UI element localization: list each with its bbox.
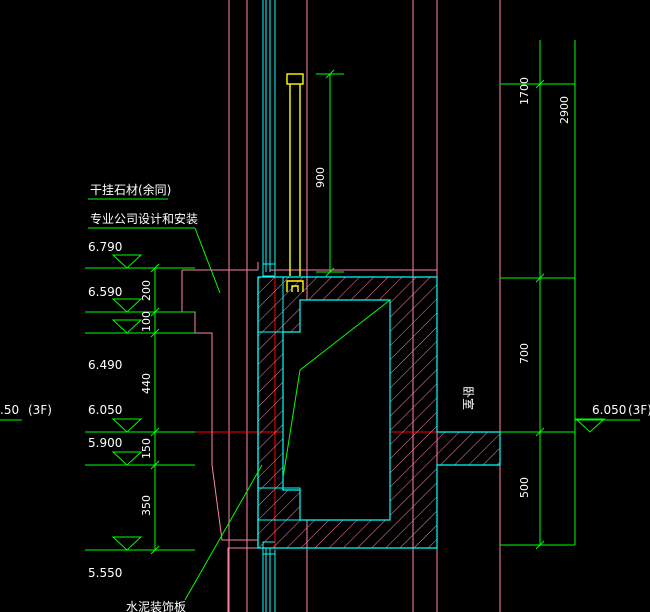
elevation-left-cut: .50 [0, 403, 19, 417]
concrete-beam [257, 276, 501, 549]
elevation-6050: 6.050 [88, 403, 122, 417]
dimension-lines [0, 40, 640, 551]
elevation-6590: 6.590 [88, 285, 122, 299]
elevation-6790: 6.790 [88, 240, 122, 254]
elevation-6490: 6.490 [88, 358, 122, 372]
dim-700: 700 [518, 343, 531, 364]
floor-label-left: (3F) [28, 403, 52, 417]
dim-150: 150 [140, 438, 153, 459]
window-frame-lines [262, 0, 276, 612]
dim-2900: 2900 [558, 96, 571, 124]
dim-350: 350 [140, 495, 153, 516]
room-label: 卧室 [461, 386, 476, 410]
note-cement-board: 水泥装饰板 [126, 600, 186, 612]
floor-label-right: (3F) [628, 403, 650, 417]
window-sash [286, 73, 304, 292]
dimension-ticks [150, 69, 545, 555]
dim-900: 900 [314, 167, 327, 188]
dim-440: 440 [140, 373, 153, 394]
elevation-6050-right: 6.050 [592, 403, 626, 417]
leader-lines [88, 198, 391, 601]
note-stone-cladding: 干挂石材(余同) [90, 182, 171, 197]
note-specialist-design: 专业公司设计和安装 [90, 211, 198, 226]
elevation-5900: 5.900 [88, 436, 122, 450]
dim-500: 500 [518, 477, 531, 498]
elevation-5550: 5.550 [88, 566, 122, 580]
elevation-markers [111, 254, 606, 551]
dim-100: 100 [140, 311, 153, 332]
dim-200: 200 [140, 280, 153, 301]
stone-cladding-outline [181, 262, 438, 612]
dim-1700: 1700 [518, 77, 531, 105]
